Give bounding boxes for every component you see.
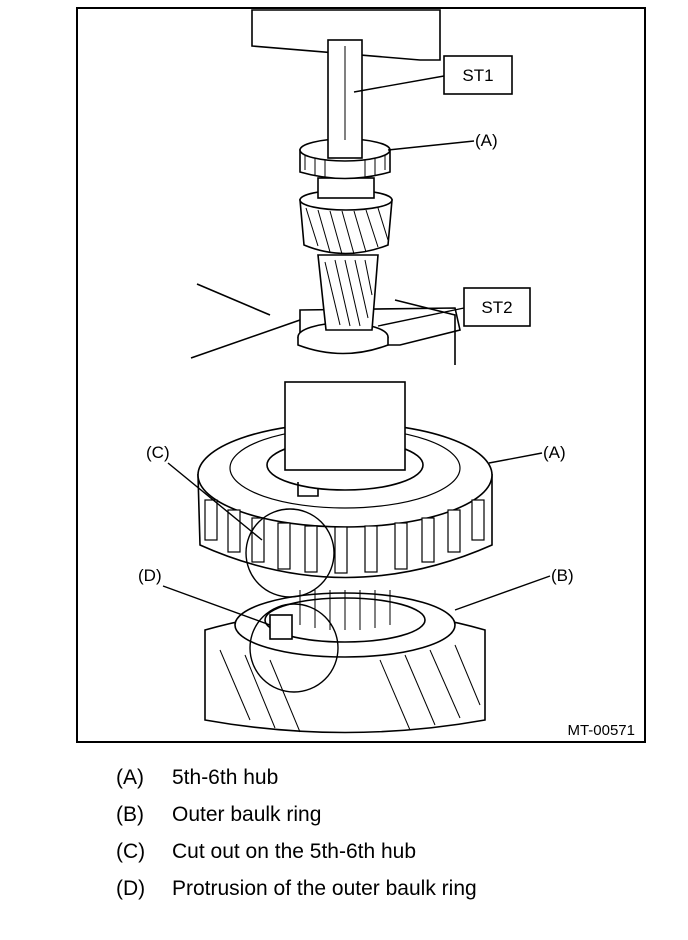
st1-label-box [443, 55, 513, 95]
callout-d-leader [162, 585, 271, 626]
callout-b-leader [454, 575, 551, 611]
figure-code: MT-00571 [567, 722, 635, 739]
st1-label: ST1 [462, 66, 493, 85]
callout-a-top: (A) [475, 131, 498, 150]
gear-collar [317, 177, 375, 199]
legend: (A) 5th-6th hub (B) Outer baulk ring (C)… [116, 766, 656, 914]
legend-text: Cut out on the 5th-6th hub [172, 840, 417, 863]
legend-text: Outer baulk ring [172, 803, 322, 826]
legend-key: (A) [116, 766, 144, 789]
st2-leader [377, 307, 465, 327]
detail-circle-d [249, 603, 339, 693]
hub-detail [197, 381, 493, 734]
press-block [251, 9, 441, 61]
legend-item: (B) Outer baulk ring [116, 803, 656, 840]
table-edge [190, 319, 301, 359]
callout-a-top-leader [387, 140, 475, 151]
lower-shaft [284, 381, 406, 471]
figure-panel: ST1 ST2 (A) [76, 7, 646, 743]
st1-leader [353, 75, 445, 93]
legend-text: Protrusion of the outer baulk ring [172, 877, 477, 900]
st2-label-box [463, 287, 531, 327]
legend-item: (D) Protrusion of the outer baulk ring [116, 877, 656, 914]
legend-key: (D) [116, 877, 146, 900]
legend-item: (C) Cut out on the 5th-6th hub [116, 840, 656, 877]
legend-key: (C) [116, 840, 146, 863]
legend-item: (A) 5th-6th hub [116, 766, 656, 803]
pinion-shaft [317, 254, 379, 331]
exploded-diagram: ST1 ST2 (A) [76, 7, 646, 743]
callout-c: (C) [146, 443, 170, 462]
callout-b: (B) [551, 566, 574, 585]
detail-circle-c [245, 508, 335, 598]
table-side [394, 299, 456, 365]
st2-plate-rim [297, 337, 389, 355]
table-edge [196, 283, 271, 316]
legend-key: (B) [116, 803, 144, 826]
press-assembly [190, 9, 461, 365]
baulk-protrusion [269, 614, 293, 640]
figure-border [76, 7, 646, 743]
callout-c-leader [167, 462, 263, 541]
callout-a-lower-leader [488, 452, 543, 464]
hub-cutout [297, 482, 319, 497]
legend-text: 5th-6th hub [172, 766, 279, 789]
st2-label: ST2 [481, 298, 512, 317]
callout-d: (D) [138, 566, 162, 585]
callout-a-lower: (A) [543, 443, 566, 462]
